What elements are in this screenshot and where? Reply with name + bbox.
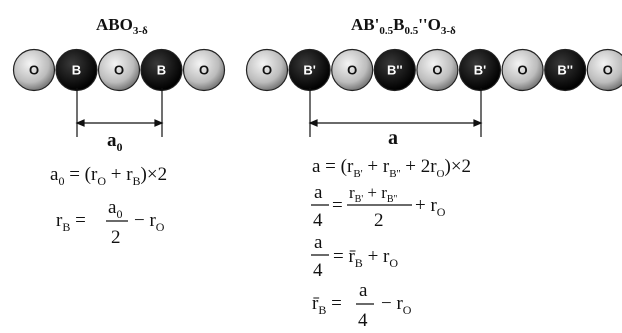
- atom-label: O: [432, 63, 442, 78]
- atom-label: B: [157, 63, 166, 78]
- svg-text:= r̄B + rO: = r̄B + rO: [333, 246, 398, 270]
- svg-text:4: 4: [358, 310, 368, 331]
- atom-label: B'': [557, 63, 573, 78]
- atom-label: O: [262, 63, 272, 78]
- svg-text:a: a: [314, 232, 323, 253]
- right-equation-4: r̄B = a 4 − rO: [312, 280, 412, 331]
- svg-text:2: 2: [111, 227, 121, 248]
- svg-text:+ rO: + rO: [415, 195, 446, 219]
- svg-text:− rO: − rO: [134, 210, 165, 234]
- b-site-atom: [544, 48, 587, 92]
- right-equation-2: a 4 = rB' + rB'' 2 + rO: [311, 182, 446, 231]
- oxygen-atom: [501, 48, 544, 92]
- svg-text:4: 4: [313, 260, 323, 281]
- svg-text:2: 2: [374, 210, 384, 231]
- left-title: ABO3-δ: [96, 15, 148, 37]
- svg-text:a: a: [314, 182, 323, 203]
- b-site-atom: [373, 48, 416, 92]
- atom-label: O: [347, 63, 357, 78]
- right-equation-1: a = (rB' + rB'' + 2rO)×2: [312, 156, 471, 180]
- svg-text:a: a: [359, 280, 368, 301]
- svg-text:− rO: − rO: [381, 293, 412, 317]
- right-dimension-label: a: [388, 127, 398, 149]
- svg-text:r̄B =: r̄B =: [312, 293, 342, 317]
- atom-label: B: [72, 63, 81, 78]
- right-atom-chain: O B' O B'' O B' O B'' O: [245, 48, 622, 92]
- atom-label: O: [29, 63, 39, 78]
- oxygen-atom: [586, 48, 622, 92]
- right-title: AB'0.5B0.5''O3-δ: [351, 15, 456, 37]
- svg-text:4: 4: [313, 210, 323, 231]
- atom-label: B'': [387, 63, 403, 78]
- atom-label: O: [518, 63, 528, 78]
- atom-label: O: [603, 63, 613, 78]
- left-equation-1: a0 = (rO + rB)×2: [50, 164, 167, 188]
- oxygen-atom: [12, 48, 56, 92]
- b-site-atom: [458, 48, 502, 92]
- oxygen-atom: [245, 48, 289, 92]
- atom-label: O: [114, 63, 124, 78]
- left-dimension-marker: [75, 88, 164, 137]
- oxygen-atom: [97, 48, 141, 92]
- svg-text:rB' + rB'': rB' + rB'': [349, 183, 397, 205]
- right-dimension-marker: [308, 88, 483, 137]
- atom-label: B': [474, 63, 486, 78]
- svg-text:=: =: [332, 195, 343, 216]
- left-equation-2: rB = a0 2 − rO: [56, 197, 165, 248]
- right-equation-3: a 4 = r̄B + rO: [311, 232, 398, 281]
- atom-label: O: [199, 63, 209, 78]
- svg-text:a0: a0: [108, 197, 122, 221]
- oxygen-atom: [331, 48, 374, 92]
- atom-label: B': [303, 63, 315, 78]
- left-dimension-label: a0: [107, 130, 123, 154]
- svg-text:rB =: rB =: [56, 210, 86, 234]
- oxygen-atom: [182, 48, 226, 92]
- oxygen-atom: [416, 48, 459, 92]
